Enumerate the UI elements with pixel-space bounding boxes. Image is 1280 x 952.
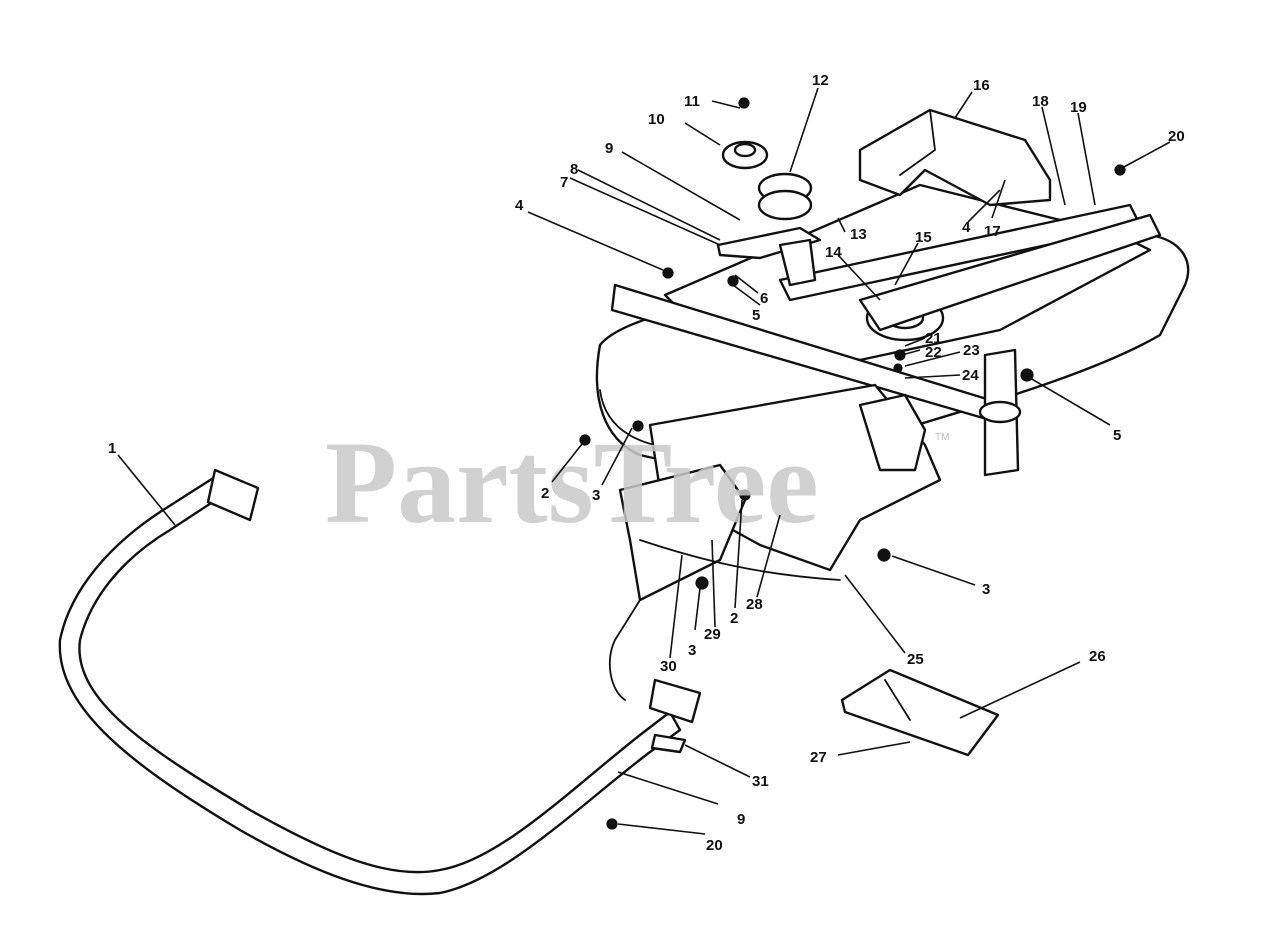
callout-3: 3 [982, 581, 990, 598]
callout-7: 7 [560, 174, 568, 191]
callout-4: 4 [515, 197, 524, 214]
callout-8: 8 [570, 161, 578, 178]
callout-26: 26 [1089, 648, 1106, 665]
callout-27: 27 [810, 749, 827, 766]
callout-21: 21 [925, 330, 942, 347]
callout-20: 20 [1168, 128, 1185, 145]
callout-12: 12 [812, 72, 829, 89]
leader-lines [117, 87, 1171, 835]
callout-19: 19 [1070, 99, 1087, 116]
callout-2: 2 [541, 485, 549, 502]
callout-3: 3 [592, 487, 600, 504]
callout-5: 5 [752, 307, 760, 324]
callout-10: 10 [648, 111, 665, 128]
callout-23: 23 [963, 342, 980, 359]
callout-9: 9 [605, 140, 613, 157]
callout-16: 16 [973, 77, 990, 94]
callout-24: 24 [962, 367, 979, 384]
callout-4: 4 [962, 219, 971, 236]
callout-9: 9 [737, 811, 745, 828]
callout-6: 6 [760, 290, 768, 307]
callout-30: 30 [660, 658, 677, 675]
callout-13: 13 [850, 226, 867, 243]
callout-29: 29 [704, 626, 721, 643]
callout-17: 17 [984, 223, 1001, 240]
watermark-mark: TM [935, 432, 949, 443]
bumper-tube [58, 468, 702, 896]
callout-3: 3 [688, 642, 696, 659]
callout-31: 31 [752, 773, 769, 790]
callout-25: 25 [907, 651, 924, 668]
callout-20: 20 [706, 837, 723, 854]
callout-22: 22 [925, 344, 942, 361]
callout-5: 5 [1113, 427, 1121, 444]
callout-15: 15 [915, 229, 932, 246]
callout-28: 28 [746, 596, 763, 613]
callout-14: 14 [825, 244, 842, 261]
callout-18: 18 [1032, 93, 1049, 110]
mower-deck [595, 108, 1190, 701]
callout-2: 2 [730, 610, 738, 627]
watermark-text: PartsTree [325, 417, 819, 548]
deflector-plate [840, 668, 1000, 757]
hardware [579, 97, 1126, 830]
callout-labels: 1 2 2 3 3 3 4 4 5 5 6 7 8 9 9 10 11 12 1… [108, 72, 1185, 854]
callout-11: 11 [684, 93, 700, 110]
callout-1: 1 [108, 440, 116, 457]
